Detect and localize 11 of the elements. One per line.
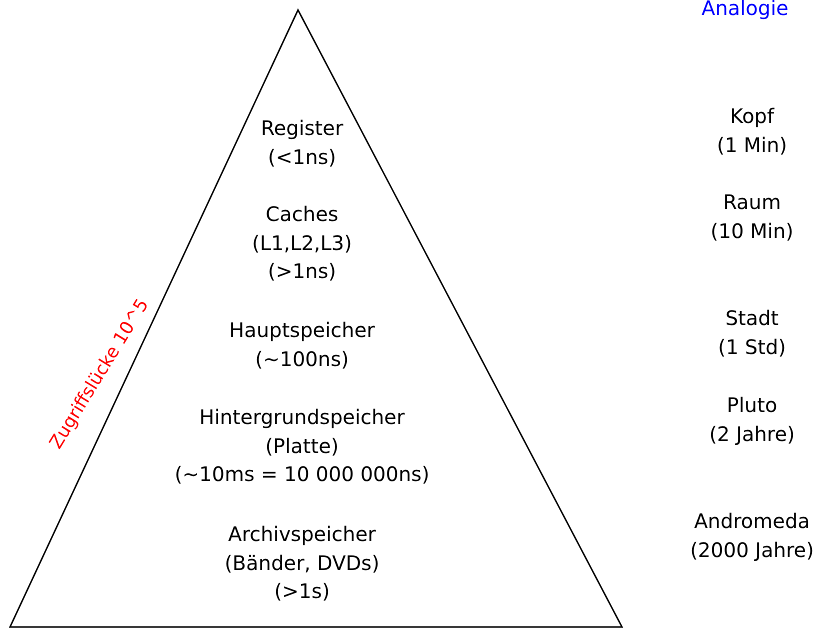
memory-level-label: Register (<1ns) — [260, 115, 344, 170]
analogy-label: Stadt (1 Std) — [718, 305, 786, 360]
memory-level-label: Caches (L1,L2,L3) (>1ns) — [252, 201, 352, 285]
column-heading: Analogie — [702, 0, 788, 22]
analogy-label: Kopf (1 Min) — [716, 103, 788, 158]
analogy-label: Andromeda (2000 Jahre) — [690, 508, 814, 564]
memory-level-label: Archivspeicher (Bänder, DVDs) (>1s) — [224, 521, 380, 605]
memory-level-label: Hintergrundspeicher (Platte) (~10ms = 10 000 000ns) — [174, 404, 430, 488]
memory-level-label: Hauptspeicher (~100ns) — [229, 317, 375, 372]
analogy-label: Pluto (2 Jahre) — [709, 392, 795, 448]
analogy-label: Raum (10 Min) — [710, 189, 794, 244]
